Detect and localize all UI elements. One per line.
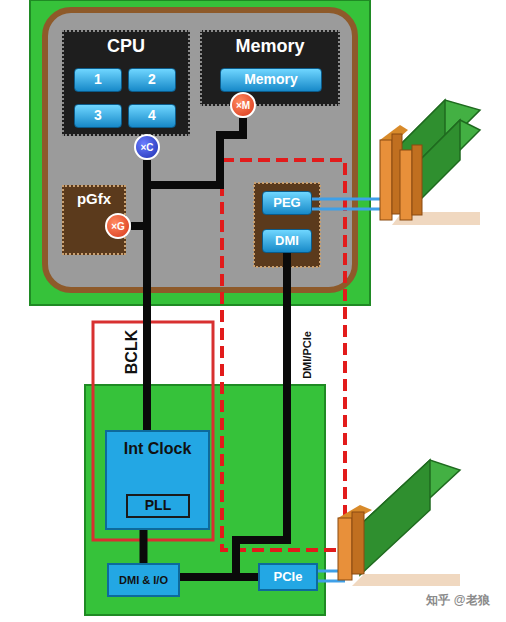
slot <box>352 512 364 574</box>
slot-base <box>352 574 460 586</box>
memory-block: MemoryMemory <box>200 30 340 106</box>
bus-line <box>236 253 287 577</box>
slot <box>412 145 422 215</box>
memory-button: Memory <box>220 68 322 92</box>
pll-box: PLL <box>126 494 190 518</box>
pcie-box: PCIe <box>258 563 318 591</box>
card-board <box>360 460 430 575</box>
cpu-package <box>30 0 370 305</box>
cpu-die <box>45 10 355 290</box>
slot <box>338 518 352 580</box>
multiplier-circle: ×G <box>105 213 131 239</box>
pcie-card-pair <box>380 100 480 225</box>
node-text: PLL <box>145 498 171 513</box>
node-text: Int Clock <box>124 440 192 458</box>
bus-line <box>147 118 243 430</box>
core-button: 3 <box>74 104 122 128</box>
io-box: DMI & I/O <box>107 563 180 597</box>
node-text: Memory <box>244 72 298 87</box>
node-text: Memory <box>235 37 304 57</box>
node-text: 1 <box>94 72 102 87</box>
clock-highlight <box>93 322 213 540</box>
signal-name: DMI/PCIe <box>301 331 313 379</box>
node-text: CPU <box>107 37 145 57</box>
watermark: 知乎 @老狼 <box>426 592 489 609</box>
multiplier-circle: ×M <box>230 92 256 118</box>
node-text: PEG <box>273 196 300 210</box>
clock-block: Int ClockPLL <box>105 430 210 530</box>
node-text: DMI & I/O <box>119 574 168 586</box>
node-text: pGfx <box>77 191 111 208</box>
node-text: ×G <box>111 221 125 232</box>
signal-name: BCLK <box>123 330 141 374</box>
dmi-button: DMI <box>262 229 312 253</box>
slot <box>380 140 392 220</box>
node-text: 3 <box>94 108 102 123</box>
peg-button: PEG <box>262 191 312 215</box>
node-text: PCIe <box>274 570 303 584</box>
node-text: ×M <box>236 100 250 111</box>
core-button: 1 <box>74 68 122 92</box>
pcie-card <box>338 460 460 586</box>
core-button: 2 <box>128 68 176 92</box>
node-text: 2 <box>148 72 156 87</box>
core-button: 4 <box>128 104 176 128</box>
cpu-block: CPU 1 2 3 4 <box>62 30 190 136</box>
node-text: ×C <box>140 142 153 153</box>
slot <box>400 150 412 220</box>
node-text: 4 <box>148 108 156 123</box>
node-text: DMI <box>275 234 299 248</box>
multiplier-circle: ×C <box>134 134 160 160</box>
bus-line <box>140 530 148 563</box>
